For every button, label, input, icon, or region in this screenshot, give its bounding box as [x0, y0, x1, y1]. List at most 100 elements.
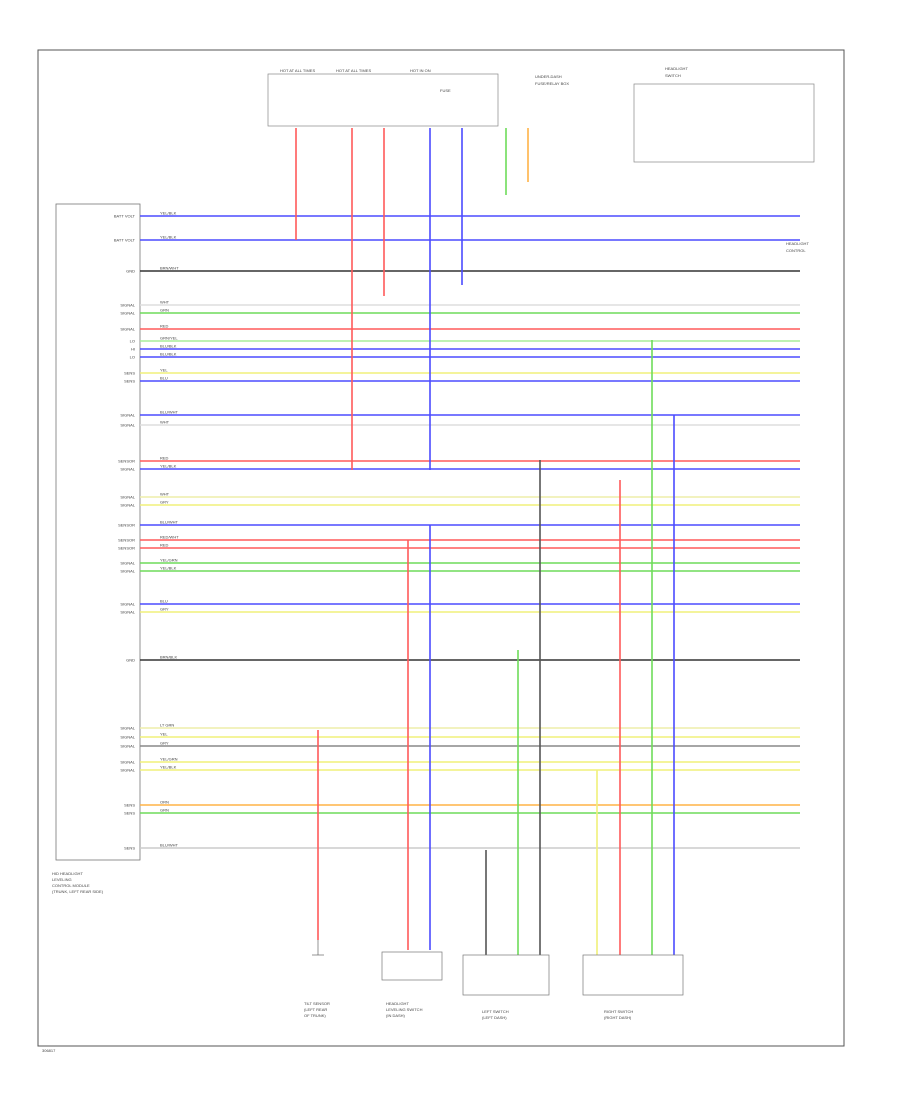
wires: YEL/BLKYEL/BLKBRN/WHTWHTGRNREDGRN/YELBLU…	[140, 128, 800, 955]
top-right-caption-2: SWITCH	[665, 73, 681, 78]
tilt-sensor	[312, 940, 324, 956]
wire-label-1: YEL/BLK	[160, 235, 177, 240]
wire-label-30: ORN	[160, 800, 169, 805]
footer-code: 306817	[42, 1048, 56, 1053]
headlight-switch-box	[633, 83, 815, 163]
module-caption-0: HID HEADLIGHT	[52, 871, 83, 876]
module-caption-1: LEVELING	[52, 877, 72, 882]
right-switch-box	[582, 954, 684, 996]
wire-label-32: BLU/WHT	[160, 843, 179, 848]
pin-label-27: SIGNAL	[120, 744, 135, 749]
pin-label-24: GND	[126, 658, 135, 663]
headlight-leveling-switch-box	[381, 951, 443, 981]
wire-label-19: RED	[160, 543, 169, 548]
left-switch-caption-1: (LEFT DASH)	[482, 1015, 507, 1020]
wire-label-0: YEL/BLK	[160, 211, 177, 216]
right-switch-caption-1: (RIGHT DASH)	[604, 1015, 632, 1020]
diagram-border	[37, 49, 845, 1047]
wire-label-22: BLU	[160, 599, 168, 604]
hl-switch-caption-2: (IN DASH)	[386, 1013, 406, 1018]
pin-label-7: HI	[131, 347, 135, 352]
tilt-caption-1: (LEFT REAR	[304, 1007, 327, 1012]
hl-switch-caption-1: LEVELING SWITCH	[386, 1007, 423, 1012]
wire-label-17: BLU/WHT	[160, 520, 179, 525]
wire-label-28: YEL/GRN	[160, 757, 178, 762]
component-captions: HID HEADLIGHT LEVELING CONTROL MODULE (T…	[52, 871, 633, 1020]
wire-label-12: WHT	[160, 420, 170, 425]
wire-label-24: BRN/BLK	[160, 655, 177, 660]
pin-label-3: SIGNAL	[120, 303, 135, 308]
tilt-caption-0: TILT SENSOR	[304, 1001, 330, 1006]
module-pin-labels: BATT VOLT BATT VOLT GND SIGNAL SIGNAL SIGNAL L…	[114, 214, 136, 851]
pin-label-9: SENS	[124, 371, 135, 376]
pin-label-18: SENSOR	[118, 538, 135, 543]
wire-label-31: GRN	[160, 808, 169, 813]
pin-label-28: SIGNAL	[120, 760, 135, 765]
pin-label-2: GND	[126, 269, 135, 274]
pin-label-13: SENSOR	[118, 459, 135, 464]
wire-label-11: BLU/WHT	[160, 410, 179, 415]
wire-label-8: BLU/BLK	[160, 352, 177, 357]
left-switch-caption-0: LEFT SWITCH	[482, 1009, 509, 1014]
fuse-box-caption-1: UNDER-DASH	[535, 74, 562, 79]
fuse-box-caption-2: FUSE/RELAY BOX	[535, 81, 569, 86]
pin-label-0: BATT VOLT	[114, 214, 136, 219]
wire-label-25: LT GRN	[160, 723, 174, 728]
wire-label-9: YEL	[160, 368, 168, 373]
left-switch-box	[462, 954, 550, 996]
pin-label-8: LO	[130, 355, 135, 360]
pin-label-26: SIGNAL	[120, 735, 135, 740]
top-right-caption-1: HEADLIGHT	[665, 66, 688, 71]
tilt-caption-2: OF TRUNK)	[304, 1013, 326, 1018]
pin-label-4: SIGNAL	[120, 311, 135, 316]
pin-label-19: SENSOR	[118, 546, 135, 551]
wire-label-14: YEL/BLK	[160, 464, 177, 469]
wire-label-26: YEL	[160, 732, 168, 737]
right-switch-caption-0: RIGHT SWITCH	[604, 1009, 633, 1014]
pin-label-17: SENSOR	[118, 523, 135, 528]
wire-label-6: GRN/YEL	[160, 336, 178, 341]
fuse-label-1: HOT AT ALL TIMES	[280, 68, 315, 73]
fuse-box	[267, 73, 499, 127]
pin-label-6: LO	[130, 339, 135, 344]
pin-label-15: SIGNAL	[120, 495, 135, 500]
right-connector-caption-2: CONTROL	[786, 248, 806, 253]
wire-label-18: RED/WHT	[160, 535, 179, 540]
pin-label-23: SIGNAL	[120, 610, 135, 615]
control-module-box	[55, 203, 141, 861]
wire-label-23: GRY	[160, 607, 169, 612]
pin-label-21: SIGNAL	[120, 569, 135, 574]
module-caption-3: (TRUNK, LEFT REAR SIDE)	[52, 889, 104, 894]
wire-label-20: YEL/GRN	[160, 558, 178, 563]
wire-label-16: GRY	[160, 500, 169, 505]
pin-label-32: SENS	[124, 846, 135, 851]
wire-label-7: BLU/BLK	[160, 344, 177, 349]
wire-label-10: BLU	[160, 376, 168, 381]
pin-label-5: SIGNAL	[120, 327, 135, 332]
pin-label-12: SIGNAL	[120, 423, 135, 428]
wire-label-13: RED	[160, 456, 169, 461]
wire-label-21: YEL/BLK	[160, 566, 177, 571]
wire-label-5: RED	[160, 324, 169, 329]
pin-label-31: SENS	[124, 811, 135, 816]
pin-label-22: SIGNAL	[120, 602, 135, 607]
wire-label-4: GRN	[160, 308, 169, 313]
pin-label-14: SIGNAL	[120, 467, 135, 472]
pin-label-20: SIGNAL	[120, 561, 135, 566]
pin-label-16: SIGNAL	[120, 503, 135, 508]
fuse-label-2: HOT AT ALL TIMES	[336, 68, 371, 73]
pin-label-29: SIGNAL	[120, 768, 135, 773]
fuse-label-4: FUSE	[440, 88, 451, 93]
module-caption-2: CONTROL MODULE	[52, 883, 90, 888]
pin-label-1: BATT VOLT	[114, 238, 136, 243]
hl-switch-caption-0: HEADLIGHT	[386, 1001, 409, 1006]
wire-label-27: GRY	[160, 741, 169, 746]
wire-label-15: WHT	[160, 492, 170, 497]
pin-label-30: SENS	[124, 803, 135, 808]
pin-label-25: SIGNAL	[120, 726, 135, 731]
right-connector-caption-1: HEADLIGHT	[786, 241, 809, 246]
fuse-label-3: HOT IN ON	[410, 68, 431, 73]
pin-label-10: SENS	[124, 379, 135, 384]
